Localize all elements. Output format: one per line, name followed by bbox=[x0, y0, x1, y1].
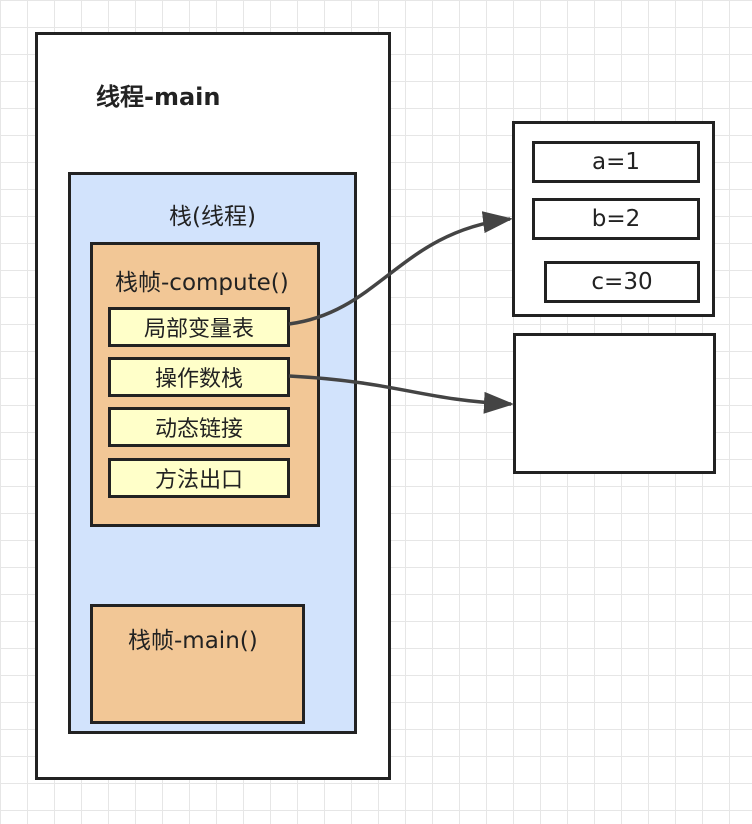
stack-frame-main: 栈帧-main() bbox=[90, 604, 305, 724]
method-exit-slot: 方法出口 bbox=[108, 458, 290, 498]
stack-frame-main-title: 栈帧-main() bbox=[128, 628, 258, 654]
local-variable-b: b=2 bbox=[532, 198, 700, 240]
thread-title: 线程-main bbox=[96, 83, 221, 111]
stack-frame-compute-title: 栈帧-compute() bbox=[115, 270, 289, 296]
stack-frame-compute: 栈帧-compute() 局部变量表 操作数栈 动态链接 方法出口 bbox=[90, 242, 320, 527]
operand-stack-slot: 操作数栈 bbox=[108, 357, 290, 397]
local-variable-table: 局部变量表 bbox=[108, 307, 290, 347]
dynamic-linking-slot: 动态链接 bbox=[108, 407, 290, 447]
operand-stack-arrow bbox=[288, 374, 514, 414]
local-vars-arrow bbox=[288, 211, 513, 326]
stack-title: 栈(线程) bbox=[169, 204, 256, 230]
operand-stack-box bbox=[513, 333, 716, 474]
local-variables-box: a=1 b=2 c=30 bbox=[512, 121, 715, 317]
local-variable-c: c=30 bbox=[544, 261, 700, 303]
local-variable-a: a=1 bbox=[532, 141, 700, 183]
